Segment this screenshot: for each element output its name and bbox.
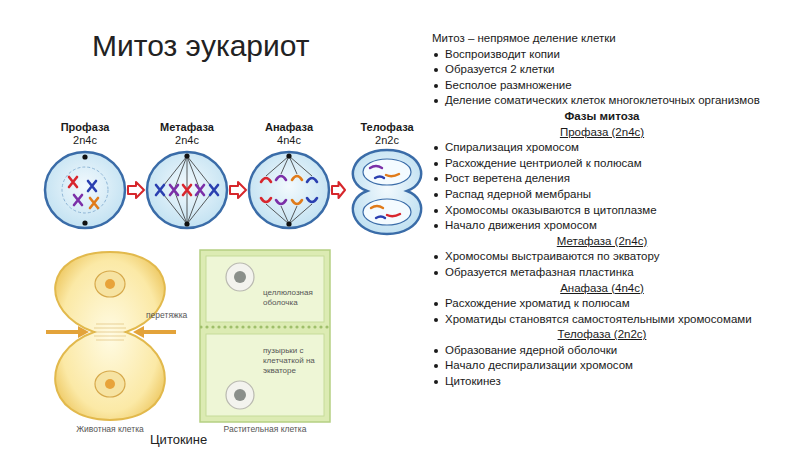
- metaphase-cell: [147, 152, 227, 228]
- bullet-item: Спирализация хромосом: [432, 140, 772, 156]
- bullet-item: Образование ядерной оболочки: [432, 343, 772, 359]
- phase-cell: Профаза2n4c: [43, 121, 127, 231]
- prophase-cell: [45, 152, 125, 228]
- bullet-text: Хромосомы оказываются в цитоплазме: [445, 204, 657, 216]
- bullet-dot: [434, 255, 438, 259]
- bullet-dot: [434, 53, 438, 57]
- bullet-dot: [434, 146, 438, 150]
- figure-label: пузырьки с клетчаткой на экваторе: [263, 346, 327, 376]
- bullet-item: Рост веретена деления: [432, 171, 772, 187]
- bullet-text: Начало деспирализации хромосом: [445, 359, 633, 371]
- bullet-dot: [434, 302, 438, 306]
- phase-cell: Анафаза4n4c: [247, 121, 331, 231]
- bullet-dot: [434, 380, 438, 384]
- phase-heading: Анафаза (4n4c): [432, 281, 772, 297]
- figure-label: перетяжка: [146, 310, 206, 320]
- bullet-item: Образуется 2 клетки: [432, 62, 772, 78]
- bullet-dot: [434, 271, 438, 275]
- figure-label: Животная клетка: [70, 424, 150, 434]
- bullet-item: Воспроизводит копии: [432, 47, 772, 63]
- figure-label: целлюлозная оболочка: [263, 288, 327, 308]
- bullet-dot: [434, 364, 438, 368]
- phase-name: Анафаза: [247, 121, 331, 134]
- bullet-item: Бесполое размножение: [432, 78, 772, 94]
- bullet-item: Начало движения хромосом: [432, 218, 772, 234]
- definition-text: Митоз – непрямое деление клетки: [432, 31, 772, 47]
- bullet-item: Цитокинез: [432, 374, 772, 390]
- phase-heading: Телофаза (2n2c): [432, 327, 772, 343]
- bullet-text: Распад ядерной мембраны: [445, 188, 591, 200]
- chromosome-formula: 4n4c: [247, 134, 331, 147]
- text-column: Митоз – непрямое деление клеткиВоспроизв…: [432, 31, 772, 390]
- bullet-dot: [434, 177, 438, 181]
- figure-label: Растительная клетка: [220, 424, 310, 434]
- phase-arrow: [332, 182, 345, 198]
- animal-cell: [46, 252, 176, 420]
- bullet-dot: [434, 318, 438, 322]
- bullet-dot: [434, 84, 438, 88]
- bullet-text: Хромосомы выстраиваются по экватору: [445, 250, 659, 262]
- bullet-item: Деление соматических клеток многоклеточн…: [432, 93, 772, 109]
- bullet-text: Воспроизводит копии: [445, 48, 560, 60]
- bullet-item: Распад ядерной мембраны: [432, 187, 772, 203]
- phase-arrow: [230, 182, 246, 198]
- bullet-item: Хромосомы оказываются в цитоплазме: [432, 203, 772, 219]
- bullet-text: Начало движения хромосом: [445, 219, 597, 231]
- bullet-text: Спирализация хромосом: [445, 141, 579, 153]
- phase-cell: Метафаза2n4c: [145, 121, 229, 231]
- bullet-item: Расхождение центриолей к полюсам: [432, 156, 772, 172]
- bullet-item: Расхождение хроматид к полюсам: [432, 296, 772, 312]
- figure-label: Цитокине: [150, 432, 230, 448]
- bullet-text: Деление соматических клеток многоклеточн…: [445, 94, 760, 106]
- phase-name: Телофаза: [346, 121, 428, 134]
- bullet-text: Образуется 2 клетки: [445, 63, 554, 75]
- phase-cell: Телофаза2n2c: [346, 121, 428, 236]
- bullet-item: Хроматиды становятся самостоятельными хр…: [432, 312, 772, 328]
- bullet-text: Бесполое размножение: [445, 79, 572, 91]
- bullet-item: Хромосомы выстраиваются по экватору: [432, 249, 772, 265]
- chromosome-formula: 2n4c: [145, 134, 229, 147]
- bullet-text: Расхождение центриолей к полюсам: [445, 157, 642, 169]
- anaphase-cell: [249, 152, 329, 228]
- telophase-cell: [353, 150, 421, 234]
- chromosome-formula: 2n2c: [346, 134, 428, 147]
- bullet-dot: [434, 99, 438, 103]
- chromosome-formula: 2n4c: [43, 134, 127, 147]
- bullet-dot: [434, 349, 438, 353]
- bullet-text: Хроматиды становятся самостоятельными хр…: [445, 313, 752, 325]
- bullet-text: Образование ядерной оболочки: [445, 344, 617, 356]
- bullet-dot: [434, 193, 438, 197]
- phase-heading: Метафаза (2n4c): [432, 234, 772, 250]
- bullet-dot: [434, 224, 438, 228]
- phase-heading: Профаза (2n4c): [432, 125, 772, 141]
- bullet-text: Цитокинез: [445, 375, 501, 387]
- title: Митоз эукариот: [92, 28, 310, 64]
- plant-cell: [200, 250, 330, 422]
- bullet-text: Рост веретена деления: [445, 172, 570, 184]
- bullet-item: Образуется метафазная пластинка: [432, 265, 772, 281]
- bullet-text: Расхождение хроматид к полюсам: [445, 297, 630, 309]
- phase-name: Профаза: [43, 121, 127, 134]
- bullet-item: Начало деспирализации хромосом: [432, 358, 772, 374]
- phase-name: Метафаза: [145, 121, 229, 134]
- bullet-dot: [434, 209, 438, 213]
- section-heading: Фазы митоза: [432, 109, 772, 125]
- bullet-dot: [434, 162, 438, 166]
- bullet-text: Образуется метафазная пластинка: [445, 266, 634, 278]
- phase-arrow: [128, 182, 144, 198]
- bullet-dot: [434, 68, 438, 72]
